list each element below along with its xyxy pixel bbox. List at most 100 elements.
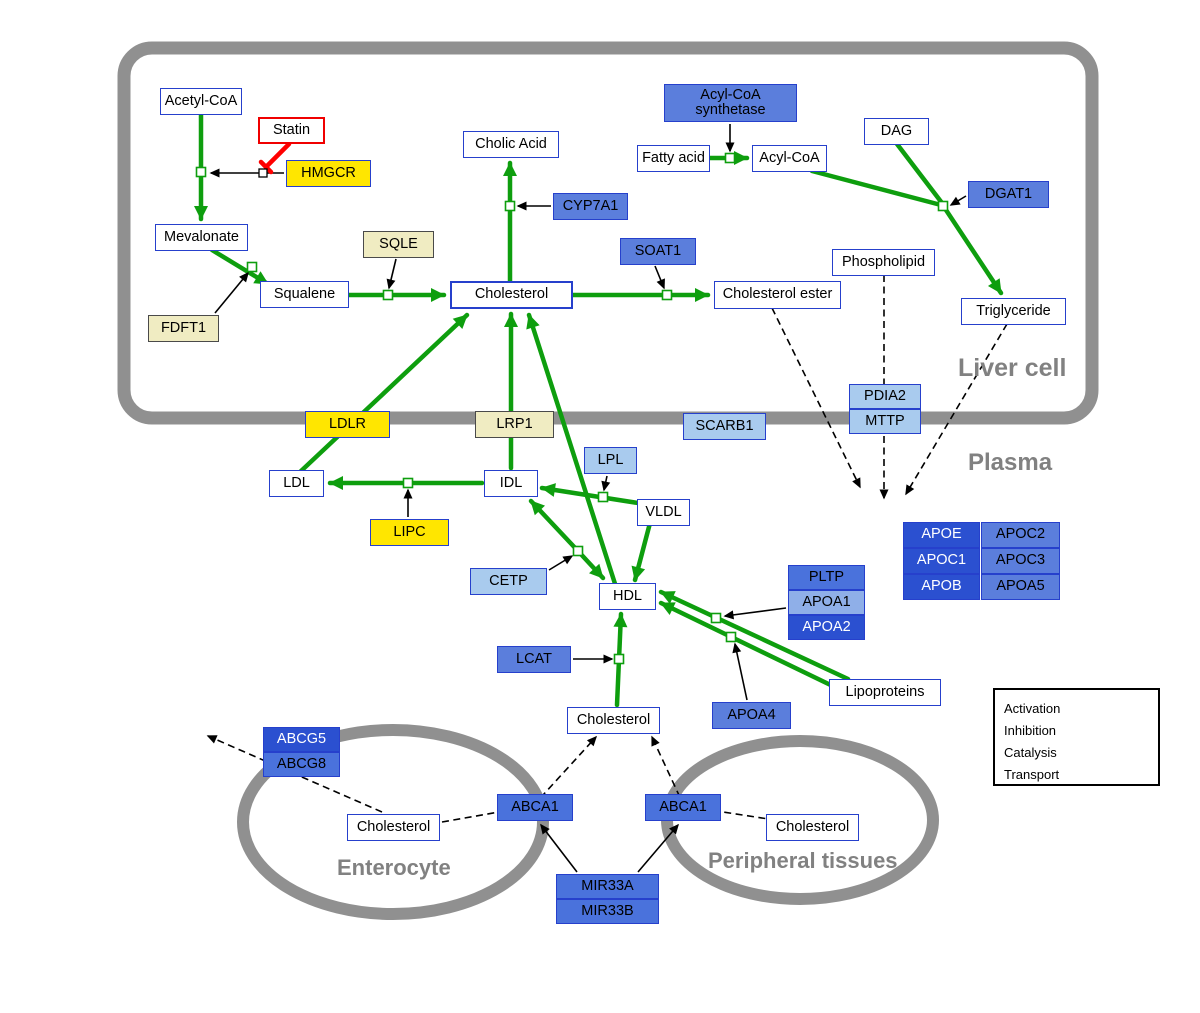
regulation-edge-mir33-abca1-right [637, 823, 679, 873]
node-ldlr[interactable]: LDLR [305, 411, 390, 438]
process-node [661, 289, 673, 301]
node-mttp[interactable]: MTTP [849, 409, 921, 434]
node-mir33b[interactable]: MIR33B [556, 899, 659, 924]
legend: Activation Inhibition Catalysis Transpor… [993, 688, 1160, 786]
activation-edge-node-triglyceride [941, 204, 1004, 296]
node-soat1[interactable]: SOAT1 [620, 238, 696, 265]
node-vldl[interactable]: VLDL [637, 499, 690, 526]
node-fatty-acid[interactable]: Fatty acid [637, 145, 710, 172]
catalysis-edge-cetp [548, 555, 574, 571]
regulation-edge-mir33-abca1-left [540, 823, 578, 873]
process-node [724, 152, 736, 164]
node-lipoproteins[interactable]: Lipoproteins [829, 679, 941, 706]
catalysis-edge-apoa4 [732, 642, 748, 701]
node-acetyl-coa[interactable]: Acetyl-CoA [160, 88, 242, 115]
inhibition-edge-statin-hmgcr [258, 141, 292, 175]
process-node [504, 200, 516, 212]
transport-edge-triglyceride-plasma [905, 323, 1008, 496]
node-triglyceride[interactable]: Triglyceride [961, 298, 1066, 325]
node-abcg8[interactable]: ABCG8 [263, 752, 340, 777]
process-node [597, 491, 609, 503]
node-cyp7a1[interactable]: CYP7A1 [553, 193, 628, 220]
node-abca1-peripheral[interactable]: ABCA1 [645, 794, 721, 821]
catalysis-edge-soat1 [654, 265, 665, 290]
activation-edge-cetp-idl [528, 498, 581, 554]
enterocyte-label: Enterocyte [337, 855, 451, 880]
catalysis-edges [209, 124, 967, 873]
plasma-label: Plasma [968, 449, 1053, 476]
activation-edge-hdl-cholesterol [526, 312, 620, 593]
node-acyl-coa[interactable]: Acyl-CoA [752, 145, 827, 172]
process-nodes [195, 152, 949, 665]
node-cholesterol-enterocyte[interactable]: Cholesterol [347, 814, 440, 841]
node-cholic-acid[interactable]: Cholic Acid [463, 131, 559, 158]
node-mevalonate[interactable]: Mevalonate [155, 224, 248, 251]
node-apoc3[interactable]: APOC3 [981, 548, 1060, 574]
activation-edge-lipoproteins-hdl-lower [658, 600, 846, 694]
node-statin[interactable]: Statin [258, 117, 325, 144]
node-apoc2[interactable]: APOC2 [981, 522, 1060, 548]
legend-activation-label: Activation [1004, 701, 1061, 716]
catalysis-edge-fdft1 [214, 271, 249, 314]
node-dag[interactable]: DAG [864, 118, 929, 145]
node-lrp1[interactable]: LRP1 [475, 411, 554, 438]
node-cholesterol-liver[interactable]: Cholesterol [450, 281, 573, 309]
catalysis-edge-sqle [386, 258, 397, 290]
node-hdl[interactable]: HDL [599, 583, 656, 610]
node-abca1-enterocyte[interactable]: ABCA1 [497, 794, 573, 821]
liver-cell-membrane [117, 41, 1099, 425]
node-lipc[interactable]: LIPC [370, 519, 449, 546]
node-pltp[interactable]: PLTP [788, 565, 865, 590]
process-node [572, 545, 584, 557]
process-node [195, 166, 207, 178]
liver-cell-label: Liver cell [958, 354, 1067, 382]
node-apoa5[interactable]: APOA5 [981, 574, 1060, 600]
node-cetp[interactable]: CETP [470, 568, 547, 595]
statin-target-node [258, 168, 268, 178]
node-apoe[interactable]: APOE [903, 522, 980, 548]
catalysis-edge-dgat1 [949, 195, 967, 206]
inhibition-line [263, 141, 292, 170]
node-mir33a[interactable]: MIR33A [556, 874, 659, 899]
node-lcat[interactable]: LCAT [497, 646, 571, 673]
node-abcg5[interactable]: ABCG5 [263, 727, 340, 752]
catalysis-edge-lpl [601, 475, 611, 492]
compartment-membranes [117, 41, 1099, 920]
process-node [613, 653, 625, 665]
peripheral-tissues-label: Peripheral tissues [708, 848, 898, 873]
node-sqle[interactable]: SQLE [363, 231, 434, 258]
node-scarb1[interactable]: SCARB1 [683, 413, 766, 440]
node-fdft1[interactable]: FDFT1 [148, 315, 219, 342]
legend-inhibition-label: Inhibition [1004, 723, 1057, 738]
node-cholesterol-plasma[interactable]: Cholesterol [567, 707, 660, 734]
node-dgat1[interactable]: DGAT1 [968, 181, 1049, 208]
process-node [246, 261, 258, 273]
process-node [402, 477, 414, 489]
node-lpl[interactable]: LPL [584, 447, 637, 474]
node-apoa1[interactable]: APOA1 [788, 590, 865, 615]
activation-edge-mevalonate-squalene [209, 247, 271, 287]
node-apoa2[interactable]: APOA2 [788, 615, 865, 640]
process-node [710, 612, 722, 624]
node-hmgcr[interactable]: HMGCR [286, 160, 371, 187]
node-ldl[interactable]: LDL [269, 470, 324, 497]
node-cholesterol-peripheral[interactable]: Cholesterol [766, 814, 859, 841]
node-idl[interactable]: IDL [484, 470, 538, 497]
node-apoa4[interactable]: APOA4 [712, 702, 791, 729]
activation-edge-acylcoa-node [809, 168, 944, 208]
activation-edge-vldl-idl [539, 483, 641, 506]
node-squalene[interactable]: Squalene [260, 281, 349, 308]
node-apob[interactable]: APOB [903, 574, 980, 600]
node-cholesterol-ester[interactable]: Cholesterol ester [714, 281, 841, 309]
process-node [937, 200, 949, 212]
node-apoc1[interactable]: APOC1 [903, 548, 980, 574]
node-pdia2[interactable]: PDIA2 [849, 384, 921, 409]
node-acyl-coa-synthetase[interactable]: Acyl-CoA synthetase [664, 84, 797, 122]
node-phospholipid[interactable]: Phospholipid [832, 249, 935, 276]
activation-edge-vldl-hdl [631, 520, 653, 583]
process-node [725, 631, 737, 643]
legend-catalysis-label: Catalysis [1004, 745, 1057, 760]
process-node [382, 289, 394, 301]
